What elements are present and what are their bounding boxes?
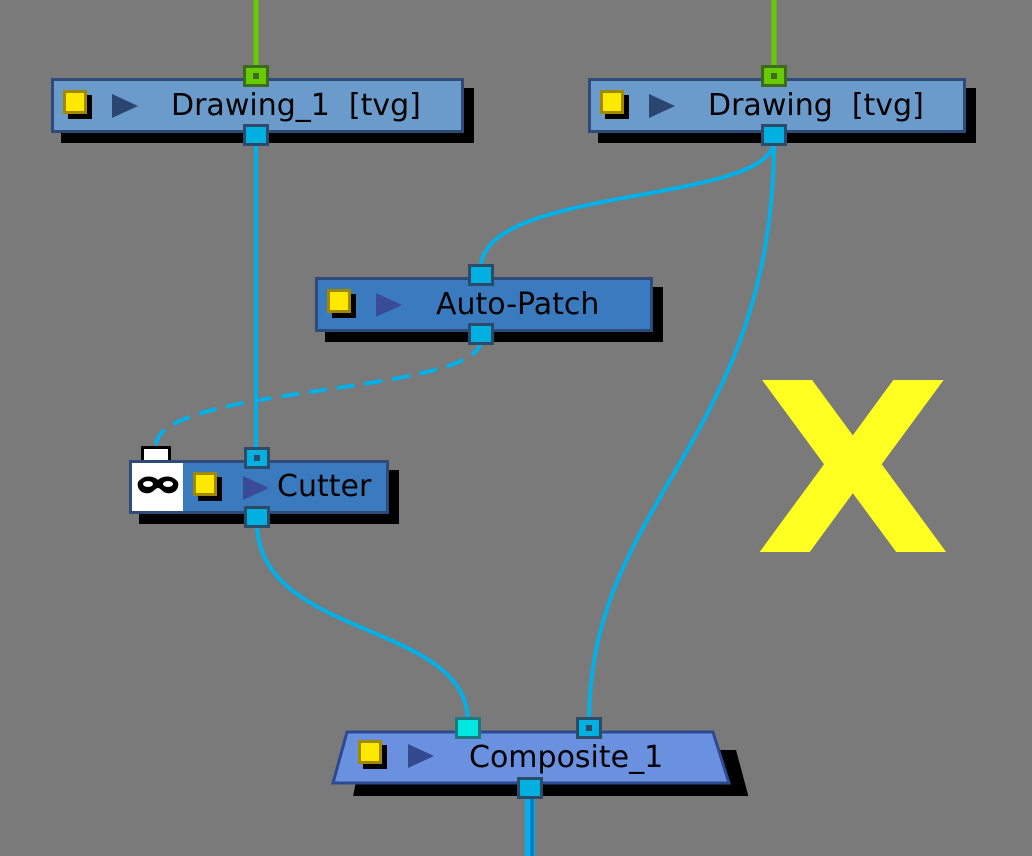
- wire-drawing-to-composite[interactable]: [587, 139, 776, 723]
- output-port[interactable]: [468, 323, 494, 345]
- node-composite-1[interactable]: Composite_1: [332, 731, 730, 785]
- output-port[interactable]: [517, 777, 543, 799]
- node-drawing-1[interactable]: Drawing_1 [tvg]: [51, 78, 464, 133]
- mask-area: [132, 463, 183, 511]
- input-port[interactable]: [576, 717, 602, 739]
- output-port[interactable]: [761, 124, 787, 146]
- enable-toggle-icon[interactable]: [358, 740, 382, 764]
- wire-autopatch-to-cutter-mask[interactable]: [154, 339, 483, 447]
- wire-cutter-to-composite[interactable]: [255, 521, 470, 723]
- enable-toggle-icon[interactable]: [63, 90, 87, 114]
- play-arrow-icon[interactable]: [376, 293, 402, 317]
- input-port[interactable]: [761, 65, 787, 87]
- input-port[interactable]: [455, 717, 481, 739]
- node-label: Cutter: [277, 468, 372, 504]
- output-port[interactable]: [243, 124, 269, 146]
- enable-toggle-icon[interactable]: [600, 90, 624, 114]
- node-label: Auto-Patch: [436, 286, 600, 322]
- play-arrow-icon[interactable]: [649, 94, 675, 118]
- node-label: Composite_1: [469, 739, 664, 775]
- x-mark: X: [755, 333, 952, 608]
- wire-drawing-to-autopatch[interactable]: [479, 139, 776, 269]
- mask-icon: [137, 476, 179, 494]
- play-arrow-icon[interactable]: [408, 744, 434, 768]
- node-label: Drawing_1 [tvg]: [171, 87, 421, 123]
- enable-toggle-icon[interactable]: [327, 289, 351, 313]
- node-label: Drawing [tvg]: [708, 87, 924, 123]
- enable-toggle-icon[interactable]: [193, 472, 217, 496]
- input-port[interactable]: [243, 65, 269, 87]
- input-port[interactable]: [468, 264, 494, 286]
- input-port[interactable]: [244, 447, 270, 469]
- output-port[interactable]: [244, 506, 270, 528]
- play-arrow-icon[interactable]: [112, 94, 138, 118]
- play-arrow-icon[interactable]: [243, 476, 269, 500]
